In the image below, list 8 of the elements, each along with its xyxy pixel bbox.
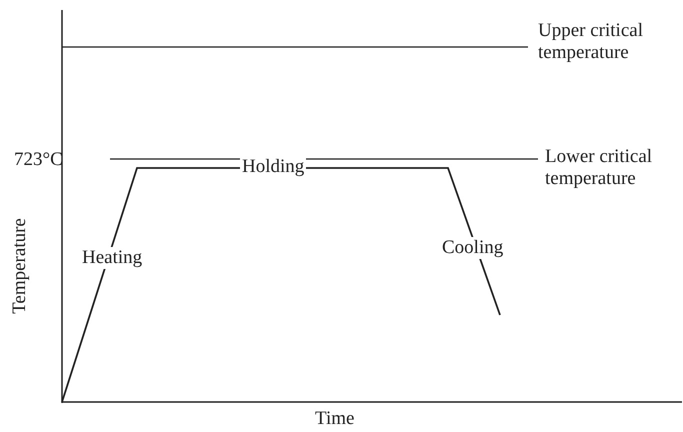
line-label: Upper critical temperature (538, 20, 644, 64)
axis-title: Time (315, 408, 354, 430)
line-label: Lower critical temperature (545, 146, 654, 190)
stage-label: Holding (240, 156, 306, 178)
tick-label: 723°C (14, 149, 63, 171)
axis-title: Temperature (8, 218, 31, 314)
stage-label: Cooling (440, 237, 506, 259)
stage-label: Heating (80, 247, 144, 269)
